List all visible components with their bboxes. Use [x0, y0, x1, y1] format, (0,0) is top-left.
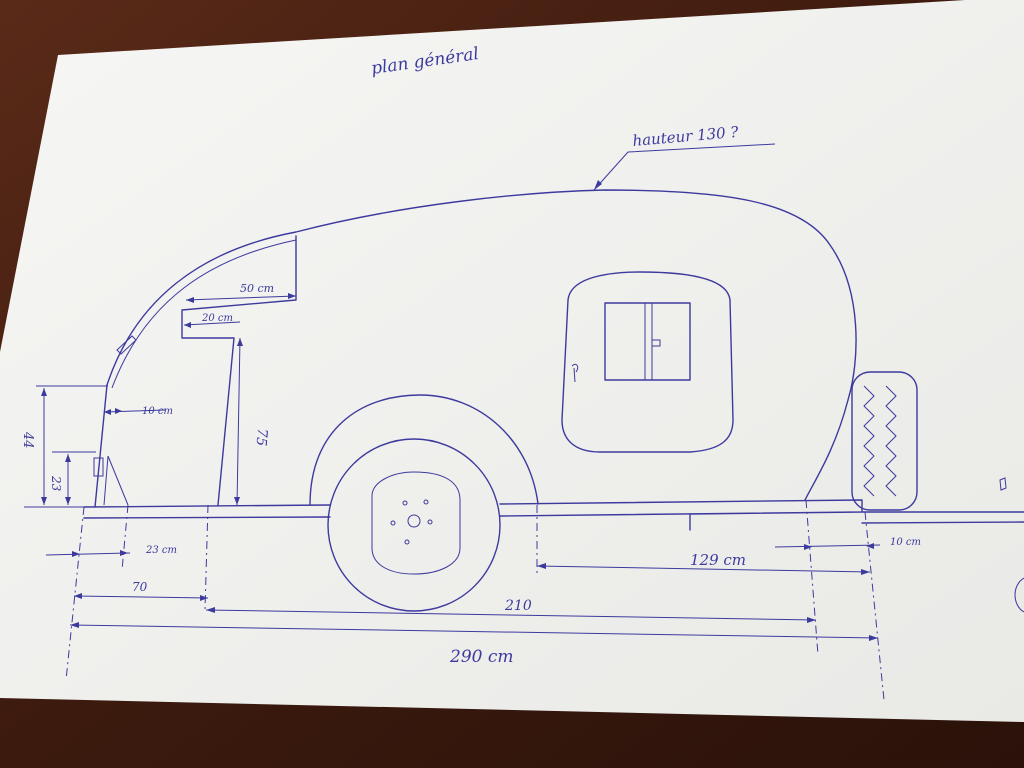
- hitch-edge: [999, 477, 1024, 613]
- wheel-tire: [327, 438, 501, 612]
- wheel-rim: [371, 471, 461, 575]
- spare-tire: [851, 371, 918, 511]
- door-handle: [571, 363, 579, 383]
- galley-frame: [181, 235, 297, 506]
- dim-129cm: 129 cm: [690, 551, 746, 569]
- dim-210: 210: [504, 598, 532, 614]
- dim-290cm: 290 cm: [449, 647, 514, 667]
- paper-sheet: [0, 0, 1024, 722]
- dim-20cm: 20 cm: [201, 313, 233, 324]
- dim-44: 44: [20, 431, 35, 449]
- front-handle: [93, 457, 104, 477]
- dim-10cm-right: 10 cm: [890, 537, 921, 548]
- chassis: [83, 499, 1024, 531]
- wheel-fender: [309, 394, 539, 506]
- dim-70: 70: [132, 580, 148, 594]
- door-window: [604, 302, 691, 381]
- wheel-hub: [407, 514, 421, 528]
- trailer-body: [106, 189, 857, 501]
- roof-handle: [116, 335, 137, 355]
- side-door: [561, 271, 734, 453]
- roof-inner-line: [111, 239, 297, 389]
- dim-23cm: 23 cm: [145, 545, 177, 556]
- dim-10cm-top: 10 cm: [142, 406, 173, 417]
- dim-75: 75: [252, 428, 269, 447]
- dim-23-vertical: 23: [49, 475, 63, 492]
- dim-50cm: 50 cm: [240, 282, 274, 295]
- front-pillar: [94, 384, 108, 508]
